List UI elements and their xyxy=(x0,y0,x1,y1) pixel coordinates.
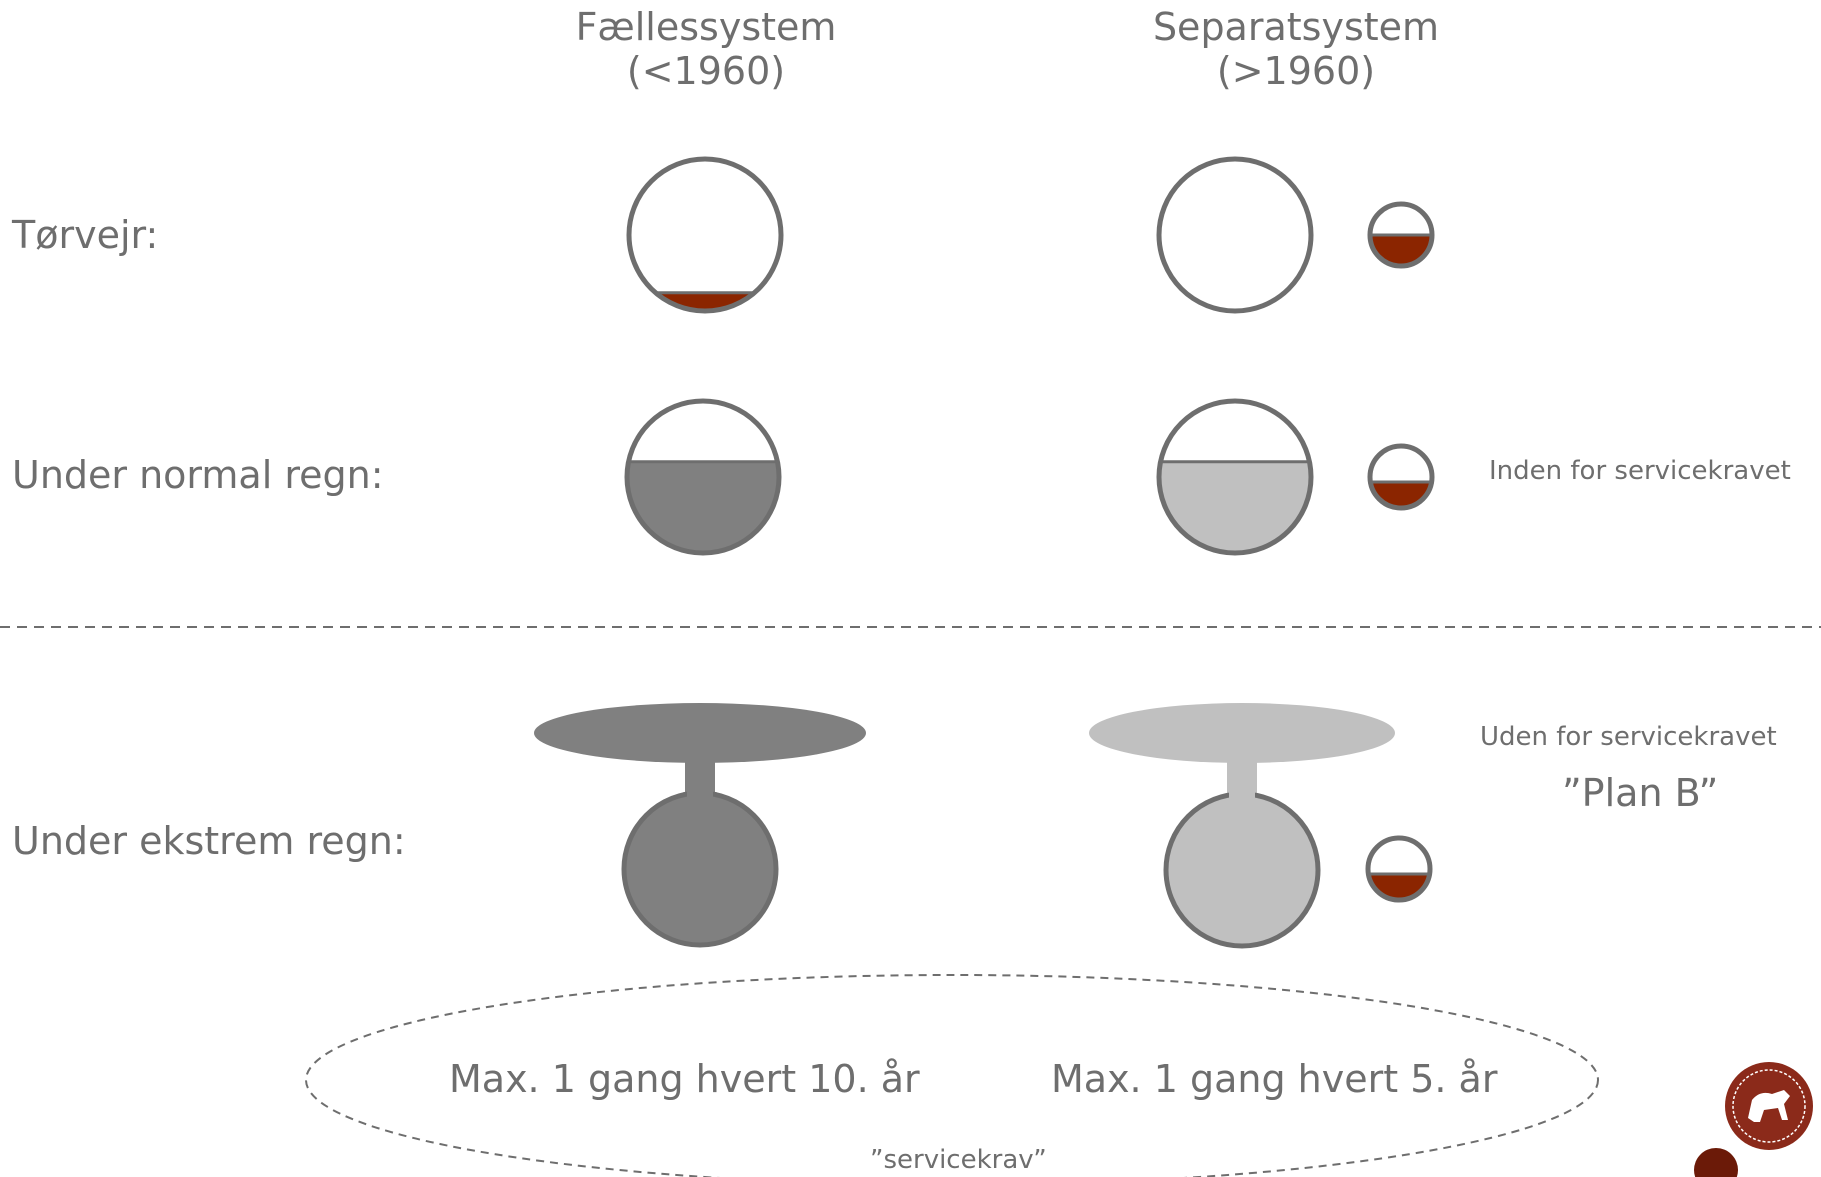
combined-system-period: (<1960) xyxy=(626,48,786,93)
combined-dry-empty xyxy=(629,159,781,311)
separate-storm-pipe-full xyxy=(1163,791,1321,949)
within-service-requirement-note: Inden for servicekravet xyxy=(1489,456,1791,486)
combined-pipe-extreme-rain xyxy=(534,703,866,948)
seal-fragment xyxy=(1694,1148,1738,1177)
separate-sewage-pipe-extreme-rain xyxy=(1365,835,1433,903)
combined-normal-fill xyxy=(627,461,779,554)
combined-pipe-dry-weather xyxy=(626,156,784,314)
separate-system-header: Separatsystem (>1960) xyxy=(1086,5,1506,93)
separate-storm-normal-fill xyxy=(1159,461,1311,554)
separate-system-title: Separatsystem xyxy=(1152,5,1440,49)
horse-icon xyxy=(1748,1090,1790,1122)
separate-system-period: (>1960) xyxy=(1216,48,1376,93)
row-label-normal-rain: Under normal regn: xyxy=(12,453,384,497)
service-requirement-caption: ”servicekrav” xyxy=(870,1145,1047,1175)
separate-sewage-pipe-dry-weather xyxy=(1367,201,1435,269)
separate-sewage-extreme-fill xyxy=(1368,873,1430,900)
separate-storm-dry-empty xyxy=(1159,159,1311,311)
combined-pipe-normal-rain xyxy=(624,398,782,556)
combined-system-title: Fællessystem xyxy=(575,5,837,49)
combined-system-header: Fællessystem (<1960) xyxy=(496,5,916,93)
separate-sewage-normal-outline xyxy=(1367,443,1435,511)
separate-frequency-label: Max. 1 gang hvert 5. år xyxy=(1051,1057,1498,1101)
separate-storm-pipe-extreme-rain xyxy=(1089,703,1395,949)
plan-b-label: ”Plan B” xyxy=(1562,771,1719,815)
row-label-dry-weather: Tørvejr: xyxy=(12,213,159,257)
separate-storm-pipe-normal-rain xyxy=(1156,398,1314,556)
separate-storm-pipe-dry-weather xyxy=(1156,156,1314,314)
separate-sewage-dry-fill xyxy=(1370,235,1432,266)
separate-sewage-normal-fill xyxy=(1370,481,1432,508)
university-seal-logo xyxy=(1694,1062,1813,1177)
separate-sewage-pipe-normal-rain xyxy=(1367,443,1435,511)
service-requirement-boundary xyxy=(305,974,1599,1177)
row-label-extreme-rain: Under ekstrem regn: xyxy=(12,819,406,863)
separate-storm-dry-outline xyxy=(1156,156,1314,314)
combined-normal-outline xyxy=(624,398,782,556)
separate-sewage-dry-outline xyxy=(1367,201,1435,269)
separate-storm-normal-outline xyxy=(1156,398,1314,556)
combined-dry-outline xyxy=(626,156,784,314)
combined-surface-flood xyxy=(534,703,866,763)
outside-service-requirement-note: Uden for servicekravet xyxy=(1480,722,1777,752)
combined-frequency-label: Max. 1 gang hvert 10. år xyxy=(449,1057,920,1101)
separate-sewage-extreme-outline xyxy=(1365,835,1433,903)
separate-surface-flood xyxy=(1089,703,1395,763)
